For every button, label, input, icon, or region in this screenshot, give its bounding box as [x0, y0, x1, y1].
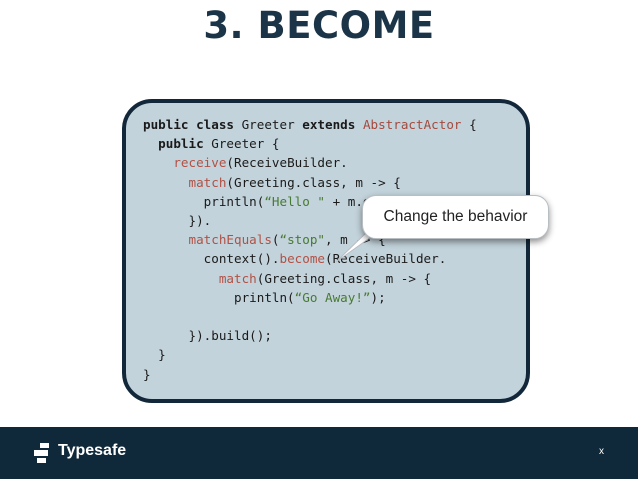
code-line: }).: [143, 213, 212, 229]
typesafe-logo-icon: [34, 443, 49, 463]
code-line: }).build();: [143, 328, 272, 344]
code-line: match(Greeting.class, m -> {: [218, 270, 432, 286]
code-line: }: [143, 347, 166, 363]
code-line: [143, 307, 477, 326]
callout-bubble: Change the behavior: [362, 195, 549, 239]
code-line: }: [143, 366, 151, 382]
code-line: match(Greeting.class, m -> {: [188, 174, 401, 190]
code-line: public class Greeter extends AbstractAct…: [143, 117, 477, 132]
code-block: public class Greeter extends AbstractAct…: [143, 115, 477, 384]
code-line: receive(ReceiveBuilder.: [173, 155, 348, 171]
code-card: [122, 99, 530, 403]
callout-text: Change the behavior: [383, 208, 528, 225]
slide-number: x: [599, 446, 604, 457]
slide-title: 3. BECOME: [203, 4, 435, 47]
footer-bar: Typesafe x: [0, 427, 638, 479]
code-line: println(“Go Away!”);: [143, 289, 386, 305]
logo-text: Typesafe: [58, 442, 127, 459]
code-line: public Greeter {: [158, 136, 280, 152]
code-line: context().become(ReceiveBuilder.: [143, 251, 447, 267]
